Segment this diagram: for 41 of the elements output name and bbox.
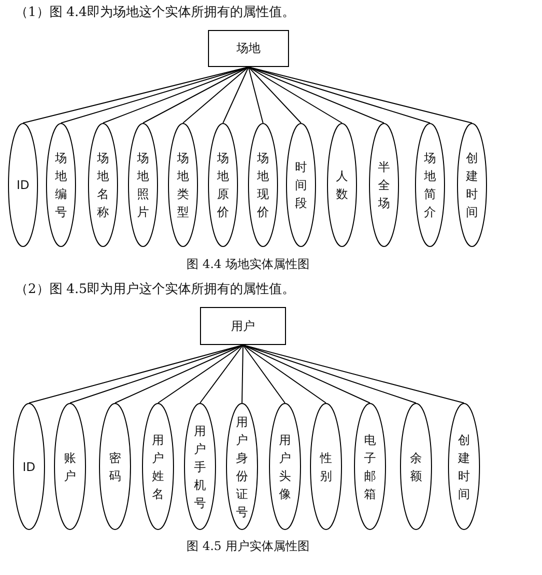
attribute-label: 用户头像 — [278, 432, 292, 502]
attribute-label: 半全场 — [377, 159, 391, 212]
attribute-label: 创建时间 — [457, 432, 471, 502]
attribute-label: 场地简介 — [423, 150, 437, 221]
attribute-label: 场地名称 — [96, 150, 110, 221]
attribute-label: 场地编号 — [54, 150, 68, 221]
connector-line — [248, 66, 302, 124]
intro-sentence: （2）图 4.5即为用户这个实体所拥有的属性值。 — [15, 281, 296, 298]
attribute-label: 用户姓名 — [151, 432, 165, 502]
connector-line — [248, 66, 264, 124]
figure-caption: 图 4.5 用户实体属性图 — [186, 538, 310, 555]
attribute-label: ID — [16, 177, 30, 194]
attribute-label: 场地现价 — [256, 150, 270, 221]
connector-line — [222, 66, 249, 124]
attribute-label: 电子邮箱 — [363, 432, 377, 502]
attribute-label: ID — [22, 458, 36, 476]
attribute-label: 用户手机号 — [193, 422, 207, 512]
entity-box: 用户 — [200, 307, 286, 345]
attribute-label: 时间段 — [294, 159, 308, 212]
attribute-label: 场地类型 — [176, 150, 190, 221]
attribute-label: 账户 — [63, 450, 77, 484]
connector-line — [242, 344, 326, 404]
entity-box: 场地 — [208, 30, 289, 67]
attribute-label: 用户身份证号 — [235, 414, 249, 520]
figure-caption: 图 4.4 场地实体属性图 — [186, 256, 310, 273]
attribute-label: 性别 — [318, 450, 333, 484]
attribute-label: 创建时间 — [465, 150, 479, 221]
intro-sentence: （1）图 4.4即为场地这个实体所拥有的属性值。 — [15, 4, 296, 21]
connector-line — [242, 344, 370, 404]
attribute-label: 场地原价 — [216, 150, 230, 221]
connector-line — [200, 344, 244, 404]
attribute-label: 人数 — [335, 168, 349, 203]
connector-line — [158, 344, 244, 404]
connector-line — [242, 344, 244, 404]
connector-line — [182, 66, 249, 124]
attribute-label: 余额 — [409, 450, 423, 484]
attribute-label: 密码 — [108, 450, 122, 484]
connector-line — [142, 66, 249, 124]
connector-line — [248, 66, 342, 124]
attribute-label: 场地照片 — [136, 150, 150, 221]
connector-line — [242, 344, 286, 404]
